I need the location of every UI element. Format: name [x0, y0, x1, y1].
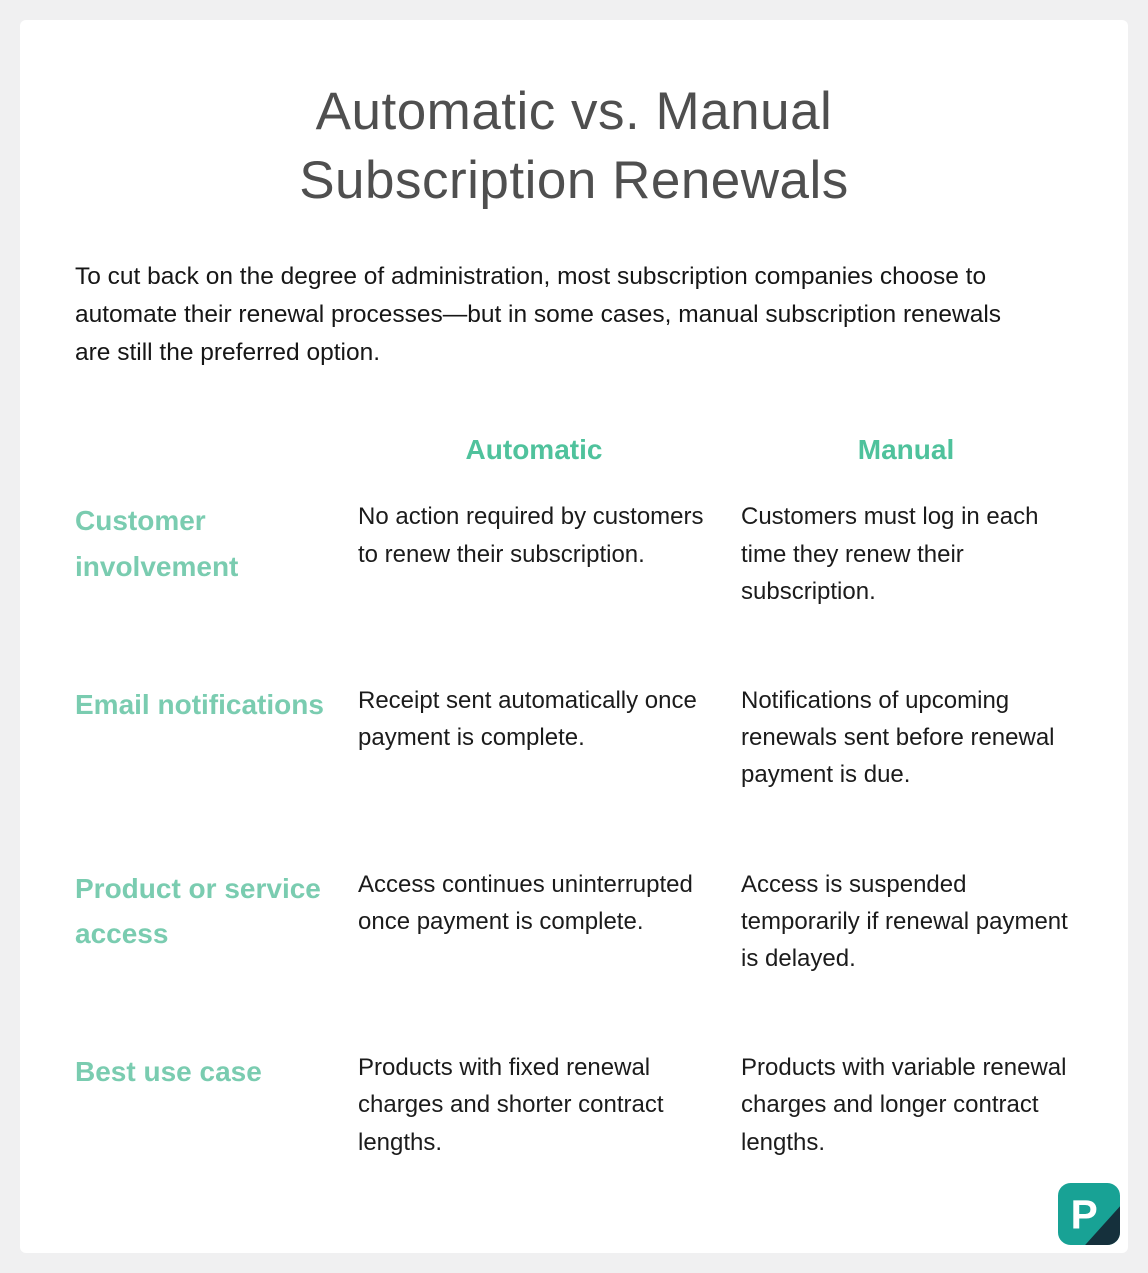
- cell-automatic: Receipt sent automatically once payment …: [358, 687, 697, 752]
- cell-manual: Products with variable renewal charges a…: [741, 1054, 1067, 1156]
- row-label-customer-involvement: Customer involvement: [75, 505, 239, 582]
- table-header-spacer: [75, 434, 327, 466]
- row-label-best-use-case: Best use case: [75, 1056, 262, 1088]
- cell-manual: Access is suspended temporarily if renew…: [741, 870, 1068, 972]
- infographic-card: Automatic vs. Manual Subscription Renewa…: [20, 20, 1128, 1253]
- table-row: Best use case Products with fixed renewa…: [75, 1049, 1073, 1161]
- column-header-manual: Manual: [857, 434, 955, 466]
- cell-automatic: Access continues uninterrupted once paym…: [358, 870, 693, 935]
- svg-text:P: P: [1071, 1192, 1098, 1238]
- column-header-automatic: Automatic: [465, 434, 603, 466]
- row-label-email-notifications: Email notifications: [75, 689, 324, 720]
- cell-automatic: Products with fixed renewal charges and …: [358, 1054, 664, 1156]
- cell-automatic: No action required by customers to renew…: [358, 503, 704, 568]
- page-title-line-2: Subscription Renewals: [299, 150, 849, 210]
- table-row: Email notifications Receipt sent automat…: [75, 682, 1073, 794]
- cell-manual: Notifications of upcoming renewals sent …: [741, 687, 1055, 789]
- cell-manual: Customers must log in each time they ren…: [741, 503, 1039, 605]
- page-title: Automatic vs. Manual Subscription Renewa…: [75, 78, 1073, 216]
- comparison-table: Automatic Manual Customer involvement No…: [75, 434, 1073, 1160]
- brand-logo-icon: P: [1058, 1183, 1120, 1245]
- row-label-product-service-access: Product or service access: [75, 872, 321, 949]
- intro-paragraph: To cut back on the degree of administrat…: [75, 262, 1002, 367]
- table-row: Product or service access Access continu…: [75, 866, 1073, 978]
- table-row: Customer involvement No action required …: [75, 498, 1073, 610]
- page-title-line-1: Automatic vs. Manual: [315, 82, 833, 141]
- table-header-row: Automatic Manual: [75, 434, 1073, 466]
